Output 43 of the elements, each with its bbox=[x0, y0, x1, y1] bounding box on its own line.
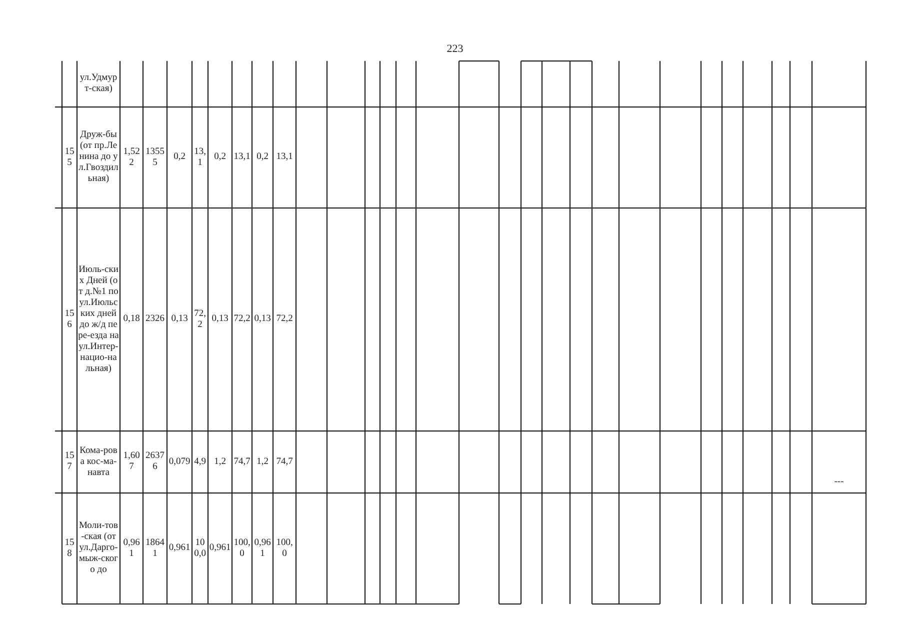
cell-value: 72,2 bbox=[234, 314, 250, 325]
street-name: Друж-бы (от пр.Ленина до ул.Гвоздильная) bbox=[78, 130, 119, 185]
cell-value: 13,1 bbox=[193, 146, 207, 168]
cell-value: 0,2 bbox=[214, 152, 226, 163]
row-number: 156 bbox=[64, 308, 76, 330]
dash-mark: --- bbox=[834, 477, 844, 488]
street-name: ул.Удмурт-ская) bbox=[78, 73, 118, 95]
cell-value: 1,522 bbox=[122, 146, 141, 168]
cell-value: 74,7 bbox=[276, 456, 293, 468]
cell-value: 13,1 bbox=[234, 152, 250, 163]
street-name: Кома-рова кос-ма-навта bbox=[78, 446, 118, 478]
cell-value: 1,607 bbox=[122, 451, 141, 473]
cell-value: 0,961 bbox=[122, 538, 141, 560]
cell-value: 0,961 bbox=[253, 538, 272, 560]
row-number: 158 bbox=[64, 538, 76, 560]
cell-value: 100,0 bbox=[275, 538, 294, 560]
cell-value: 13,1 bbox=[276, 152, 293, 163]
cell-value: 72,2 bbox=[276, 314, 293, 325]
cell-value: 1,2 bbox=[256, 456, 268, 468]
cell-value: 13555 bbox=[144, 146, 166, 168]
cell-value: 0,13 bbox=[171, 314, 188, 325]
row-number: 157 bbox=[64, 451, 76, 473]
cell-value: 1,2 bbox=[214, 456, 226, 468]
cell-value: 74,7 bbox=[234, 456, 250, 468]
street-name: Моли-тов-ская (от ул.Дарго-мыж-ского до bbox=[78, 521, 119, 576]
cell-value: 0,2 bbox=[256, 152, 268, 163]
cell-value: 0,18 bbox=[123, 314, 140, 325]
cell-value: 0,13 bbox=[212, 314, 228, 325]
row-number: 155 bbox=[64, 146, 76, 168]
cell-value: 18641 bbox=[144, 538, 166, 560]
cell-value: 100,0 bbox=[193, 538, 207, 560]
cell-value: 4,9 bbox=[194, 456, 206, 468]
cell-value: 100,0 bbox=[233, 538, 251, 560]
cell-value: 0,13 bbox=[254, 314, 271, 325]
cell-value: 0,961 bbox=[168, 543, 190, 554]
cell-value: 0,2 bbox=[174, 152, 186, 163]
cell-value: 72,2 bbox=[193, 308, 207, 330]
street-name: Июль-ских Дней (от д.№1 по ул.Июльских дней до ж/д пере-езда на ул.Интер-нацио-нальная) bbox=[78, 264, 119, 374]
cell-value: 0,079 bbox=[168, 456, 190, 468]
cell-value: 2326 bbox=[146, 314, 164, 325]
page-number: 223 bbox=[446, 44, 464, 54]
cell-value: 26376 bbox=[144, 451, 166, 473]
cell-value: 0,961 bbox=[209, 543, 231, 554]
